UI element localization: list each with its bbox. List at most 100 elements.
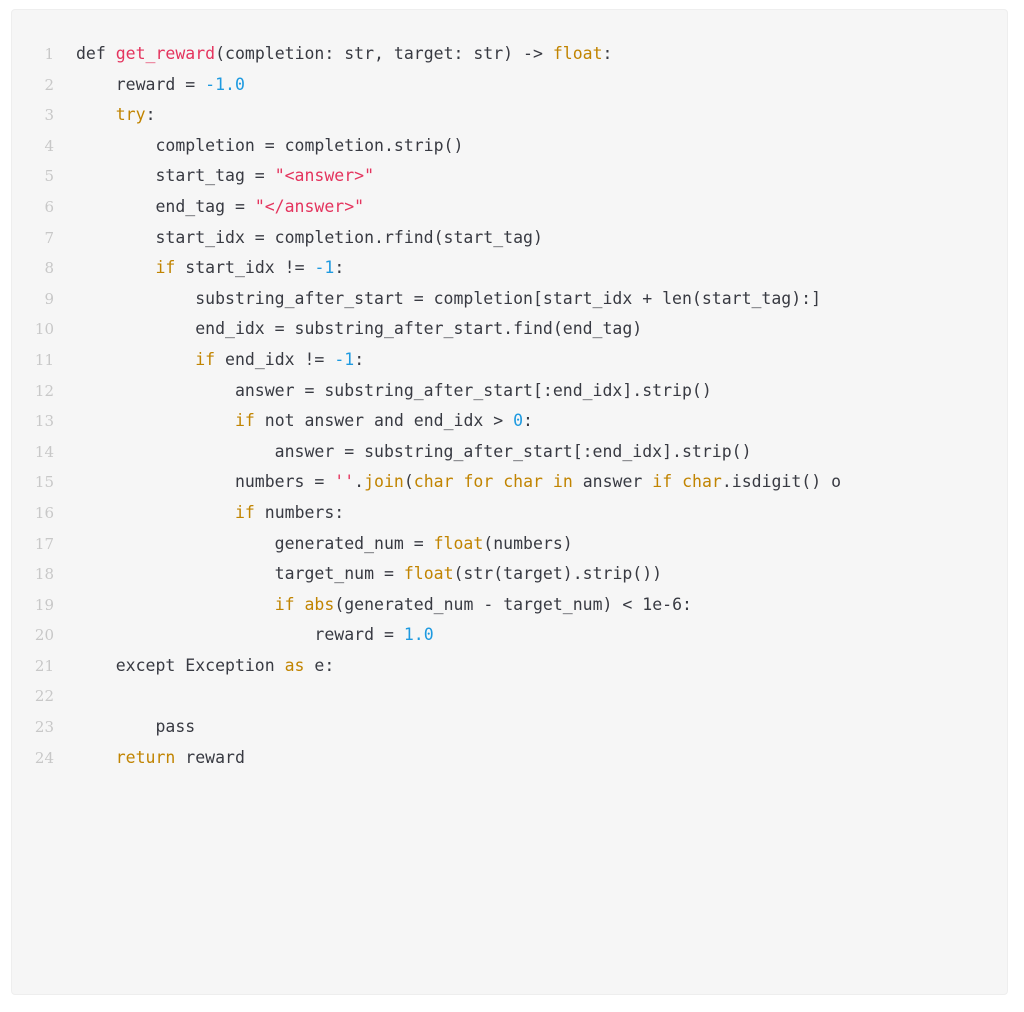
line-number: 9 <box>44 289 54 308</box>
code-text: end_idx = substring_after_start.find(end… <box>76 314 642 345</box>
code-text: answer = substring_after_start[:end_idx]… <box>76 376 712 407</box>
code-token: -1 <box>334 349 355 369</box>
code-line: 17 generated_num = float(numbers) <box>12 529 1007 560</box>
code-token: end_idx != <box>215 349 335 369</box>
code-token: float <box>433 533 484 553</box>
code-token: if <box>195 349 216 369</box>
code-token: "<answer>" <box>274 166 375 186</box>
code-token <box>76 350 195 369</box>
code-line: 5 start_tag = "<answer>" <box>12 161 1007 192</box>
code-token: 0 <box>513 411 524 431</box>
code-token: start_tag = <box>76 166 275 186</box>
code-token: -1.0 <box>205 74 245 94</box>
code-token: : <box>523 411 533 431</box>
code-token: (numbers) <box>483 533 573 553</box>
code-text: reward = 1.0 <box>76 620 433 651</box>
code-line: 3 try: <box>12 100 1007 131</box>
code-line: 21 except Exception as e: <box>12 651 1007 682</box>
code-text: start_tag = "<answer>" <box>76 161 374 192</box>
code-token: try <box>115 105 146 125</box>
code-text: completion = completion.strip() <box>76 131 463 162</box>
code-token: end_idx = substring_after_start.find(end… <box>76 319 643 339</box>
code-text: substring_after_start = completion[start… <box>76 284 821 315</box>
code-line: 14 answer = substring_after_start[:end_i… <box>12 437 1007 468</box>
code-token: as <box>284 655 305 675</box>
code-token: if <box>652 472 673 492</box>
line-number: 23 <box>34 718 54 737</box>
line-number: 13 <box>34 412 54 431</box>
code-token: char <box>682 472 722 492</box>
code-token: '' <box>334 472 355 492</box>
code-token: except Exception <box>76 655 285 675</box>
code-token: "</answer>" <box>254 196 365 216</box>
code-token: get_reward <box>115 44 216 63</box>
code-token <box>76 503 235 522</box>
code-line: 9 substring_after_start = completion[sta… <box>12 284 1007 315</box>
code-token: return <box>115 747 176 767</box>
code-line: 6 end_tag = "</answer>" <box>12 192 1007 223</box>
code-text: return reward <box>76 743 245 774</box>
code-line: 10 end_idx = substring_after_start.find(… <box>12 314 1007 345</box>
line-number: 15 <box>34 473 54 492</box>
code-token: numbers: <box>254 502 345 522</box>
code-token: (completion: str, target: str) -> <box>215 44 553 63</box>
line-number: 8 <box>44 259 54 278</box>
code-token <box>543 472 553 491</box>
code-token: start_idx != <box>175 258 315 278</box>
code-text: start_idx = completion.rfind(start_tag) <box>76 223 543 254</box>
code-token: for <box>463 472 494 492</box>
code-token <box>76 105 116 124</box>
code-token: abs <box>304 594 335 614</box>
code-text: except Exception as e: <box>76 651 335 682</box>
code-token: : <box>334 258 345 278</box>
code-line: 20 reward = 1.0 <box>12 620 1007 651</box>
code-text: pass <box>76 712 195 743</box>
code-text: try: <box>76 100 156 131</box>
code-text: if abs(generated_num - target_num) < 1e-… <box>76 590 692 621</box>
code-token: reward <box>175 747 245 767</box>
code-token: . <box>354 472 365 492</box>
line-number: 21 <box>34 656 54 675</box>
line-number: 2 <box>44 75 54 94</box>
code-token: reward = <box>76 74 206 94</box>
line-number: 14 <box>34 442 54 461</box>
code-token: start_idx = completion.rfind(start_tag) <box>76 227 543 247</box>
code-line: 13 if not answer and end_idx > 0: <box>12 406 1007 437</box>
line-number: 22 <box>34 687 54 706</box>
line-number: 10 <box>34 320 54 339</box>
code-line: 2 reward = -1.0 <box>12 70 1007 101</box>
code-line: 24 return reward <box>12 743 1007 774</box>
line-number: 17 <box>34 534 54 553</box>
code-token: generated_num = <box>76 533 434 553</box>
line-number: 11 <box>34 350 54 369</box>
code-token: reward = <box>76 625 404 645</box>
code-token: char <box>503 472 543 492</box>
code-text: end_tag = "</answer>" <box>76 192 364 223</box>
line-number: 1 <box>44 45 54 63</box>
code-token: if <box>234 411 255 431</box>
code-token: answer = substring_after_start[:end_idx]… <box>76 380 712 400</box>
code-token: if <box>155 258 176 278</box>
code-token: : <box>602 44 613 63</box>
code-line: 7 start_idx = completion.rfind(start_tag… <box>12 223 1007 254</box>
line-number: 4 <box>44 136 54 155</box>
code-token <box>454 472 464 491</box>
line-number: 3 <box>44 106 54 125</box>
code-token <box>76 411 235 430</box>
code-token: .isdigit() o <box>721 472 842 492</box>
code-token: answer <box>572 472 653 492</box>
code-token <box>493 472 503 491</box>
code-text: if numbers: <box>76 498 344 529</box>
line-number: 5 <box>44 167 54 186</box>
code-token: if <box>274 594 295 614</box>
code-token: substring_after_start = completion[start… <box>76 288 822 308</box>
code-token: in <box>552 472 573 492</box>
line-number: 16 <box>34 503 54 522</box>
code-token: join <box>364 472 404 492</box>
code-text: if end_idx != -1: <box>76 345 364 376</box>
code-token: if <box>234 502 255 522</box>
code-line: 16 if numbers: <box>12 498 1007 529</box>
code-text: reward = -1.0 <box>76 70 245 101</box>
code-token: float <box>403 564 454 584</box>
